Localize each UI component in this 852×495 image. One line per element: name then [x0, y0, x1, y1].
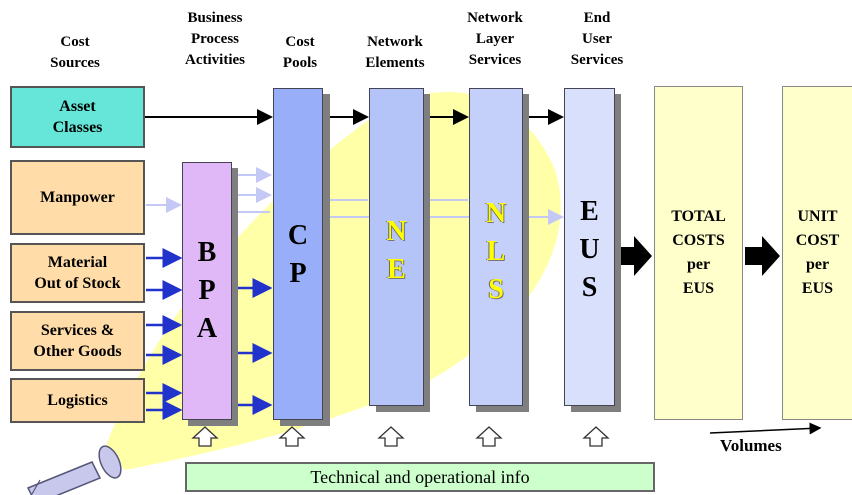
- total-to-unit-arrow: [745, 236, 780, 276]
- header-cost-sources: Cost Sources: [50, 34, 100, 71]
- ne-letter-e: E: [387, 254, 406, 285]
- bpa-letter-b: B: [197, 237, 217, 268]
- bpa-letter-p: P: [198, 275, 216, 306]
- cp-letter-c: C: [287, 220, 309, 251]
- services-other-goods-box: Services & Other Goods: [10, 311, 145, 371]
- technical-operational-info-box: Technical and operational info: [185, 462, 655, 492]
- eus-column: E U S: [564, 88, 615, 406]
- eus-to-total-arrow: [617, 236, 652, 276]
- manpower-box: Manpower: [10, 160, 145, 235]
- cp-column: C P: [273, 88, 323, 420]
- eus-letter-s: S: [581, 272, 598, 303]
- info-to-cp-arrow: [278, 426, 306, 447]
- header-end-user-services: End User Services: [570, 10, 624, 68]
- info-to-eus-arrow: [582, 426, 610, 447]
- ne-letter-n: N: [386, 216, 407, 247]
- eus-letter-u: U: [579, 234, 600, 265]
- total-costs-per-eus-box: TOTAL COSTS per EUS: [654, 86, 743, 420]
- header-network-layer-services: Network Layer Services: [467, 10, 523, 68]
- ne-column: N E: [369, 88, 424, 406]
- nls-letter-s: S: [488, 274, 504, 305]
- volumes-arrow: [709, 422, 822, 435]
- logistics-box: Logistics: [10, 378, 145, 423]
- header-network-elements: Network Elements: [365, 34, 425, 71]
- info-up-arrows: [191, 426, 610, 447]
- nls-letter-l: L: [486, 236, 506, 267]
- volumes-label: Volumes: [720, 436, 782, 455]
- bpa-column: B P A: [182, 162, 232, 420]
- asset-classes-box: Asset Classes: [10, 86, 145, 148]
- bpa-letter-a: A: [196, 313, 218, 344]
- material-out-of-stock-box: Material Out of Stock: [10, 243, 145, 303]
- header-business-process-activities: Business Process Activities: [185, 10, 245, 68]
- info-to-bpa-arrow: [191, 426, 219, 447]
- nls-letter-n: N: [485, 198, 507, 229]
- unit-cost-per-eus-box: UNIT COST per EUS: [782, 86, 852, 420]
- info-to-ne-arrow: [377, 426, 405, 447]
- cp-letter-p: P: [289, 258, 307, 289]
- info-to-nls-arrow: [475, 426, 503, 447]
- nls-column: N L S: [469, 88, 523, 406]
- header-cost-pools: Cost Pools: [282, 34, 318, 71]
- flashlight-icon: [26, 445, 122, 495]
- eus-letter-e: E: [580, 196, 599, 227]
